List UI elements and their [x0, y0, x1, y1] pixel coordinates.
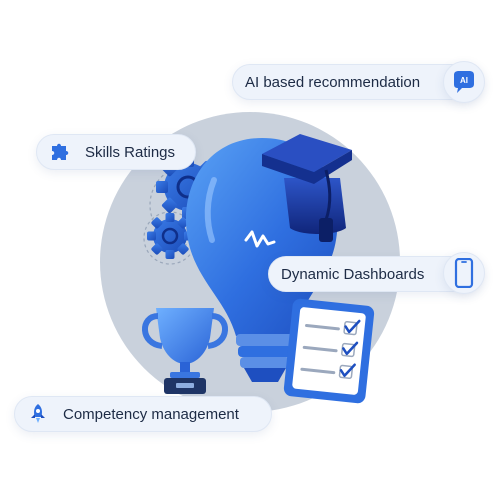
smartphone-icon — [443, 252, 485, 294]
checklist-clipboard-icon — [283, 298, 375, 404]
feature-pill-skills-ratings: Skills Ratings — [36, 134, 196, 170]
graduation-cap-icon — [262, 134, 352, 242]
puzzle-icon — [45, 137, 75, 167]
ai-chat-icon: AI — [443, 61, 485, 103]
gear-icon — [147, 213, 193, 259]
feature-pill-ai-recommendation: AI based recommendation — [232, 64, 482, 100]
feature-label: Competency management — [63, 405, 239, 423]
feature-label: Dynamic Dashboards — [281, 265, 425, 283]
feature-label: AI based recommendation — [245, 73, 421, 91]
feature-label: Skills Ratings — [85, 143, 176, 161]
ai-chip-label: AI — [460, 76, 468, 85]
rocket-icon — [23, 399, 53, 429]
feature-pill-competency-management: Competency management — [14, 396, 272, 432]
trophy-icon — [142, 308, 228, 394]
